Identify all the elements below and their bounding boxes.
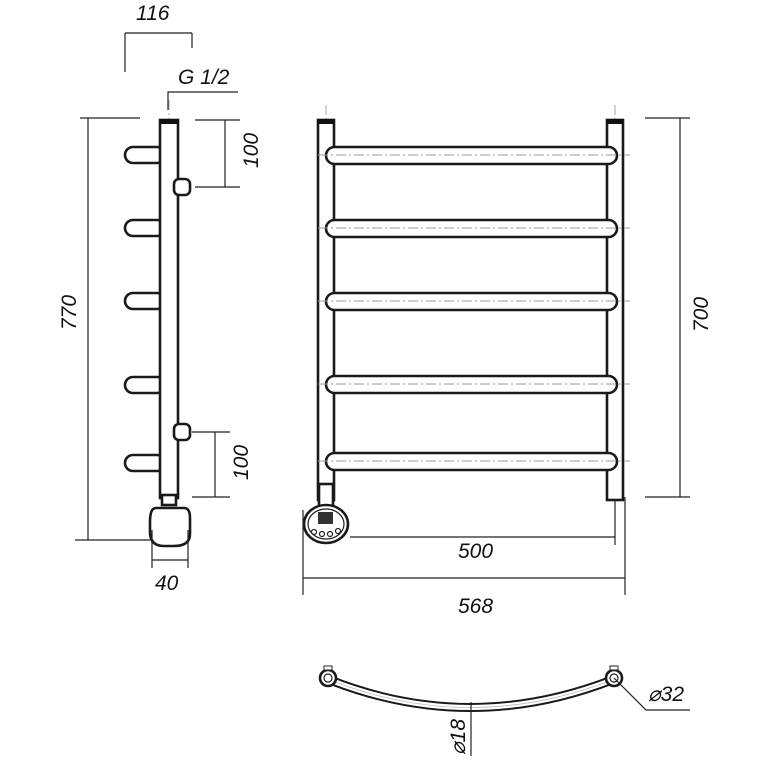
width-568-label: 568 bbox=[458, 595, 493, 618]
front-bars bbox=[324, 145, 619, 472]
top-spacing-100-label: 100 bbox=[240, 133, 263, 168]
height-700-label: 700 bbox=[690, 297, 713, 332]
height-770-label: 770 bbox=[58, 295, 81, 330]
pipe-diameter-label: ⌀32 bbox=[648, 683, 684, 706]
front-view: 700 500 568 bbox=[302, 105, 713, 618]
depth-40-label: 40 bbox=[155, 572, 179, 595]
top-view: ⌀18 ⌀32 bbox=[318, 665, 690, 756]
thread-label: G 1/2 bbox=[178, 66, 230, 89]
bar-diameter-label: ⌀18 bbox=[447, 719, 470, 755]
side-stubs bbox=[123, 145, 167, 473]
bottom-spacing-100-label: 100 bbox=[230, 445, 253, 480]
width-116-label: 116 bbox=[136, 2, 170, 25]
side-view: 116 G 1/2 770 40 100 100 bbox=[58, 2, 263, 595]
center-500-label: 500 bbox=[458, 540, 493, 563]
side-heater bbox=[148, 506, 192, 548]
heater-controller bbox=[302, 482, 350, 545]
